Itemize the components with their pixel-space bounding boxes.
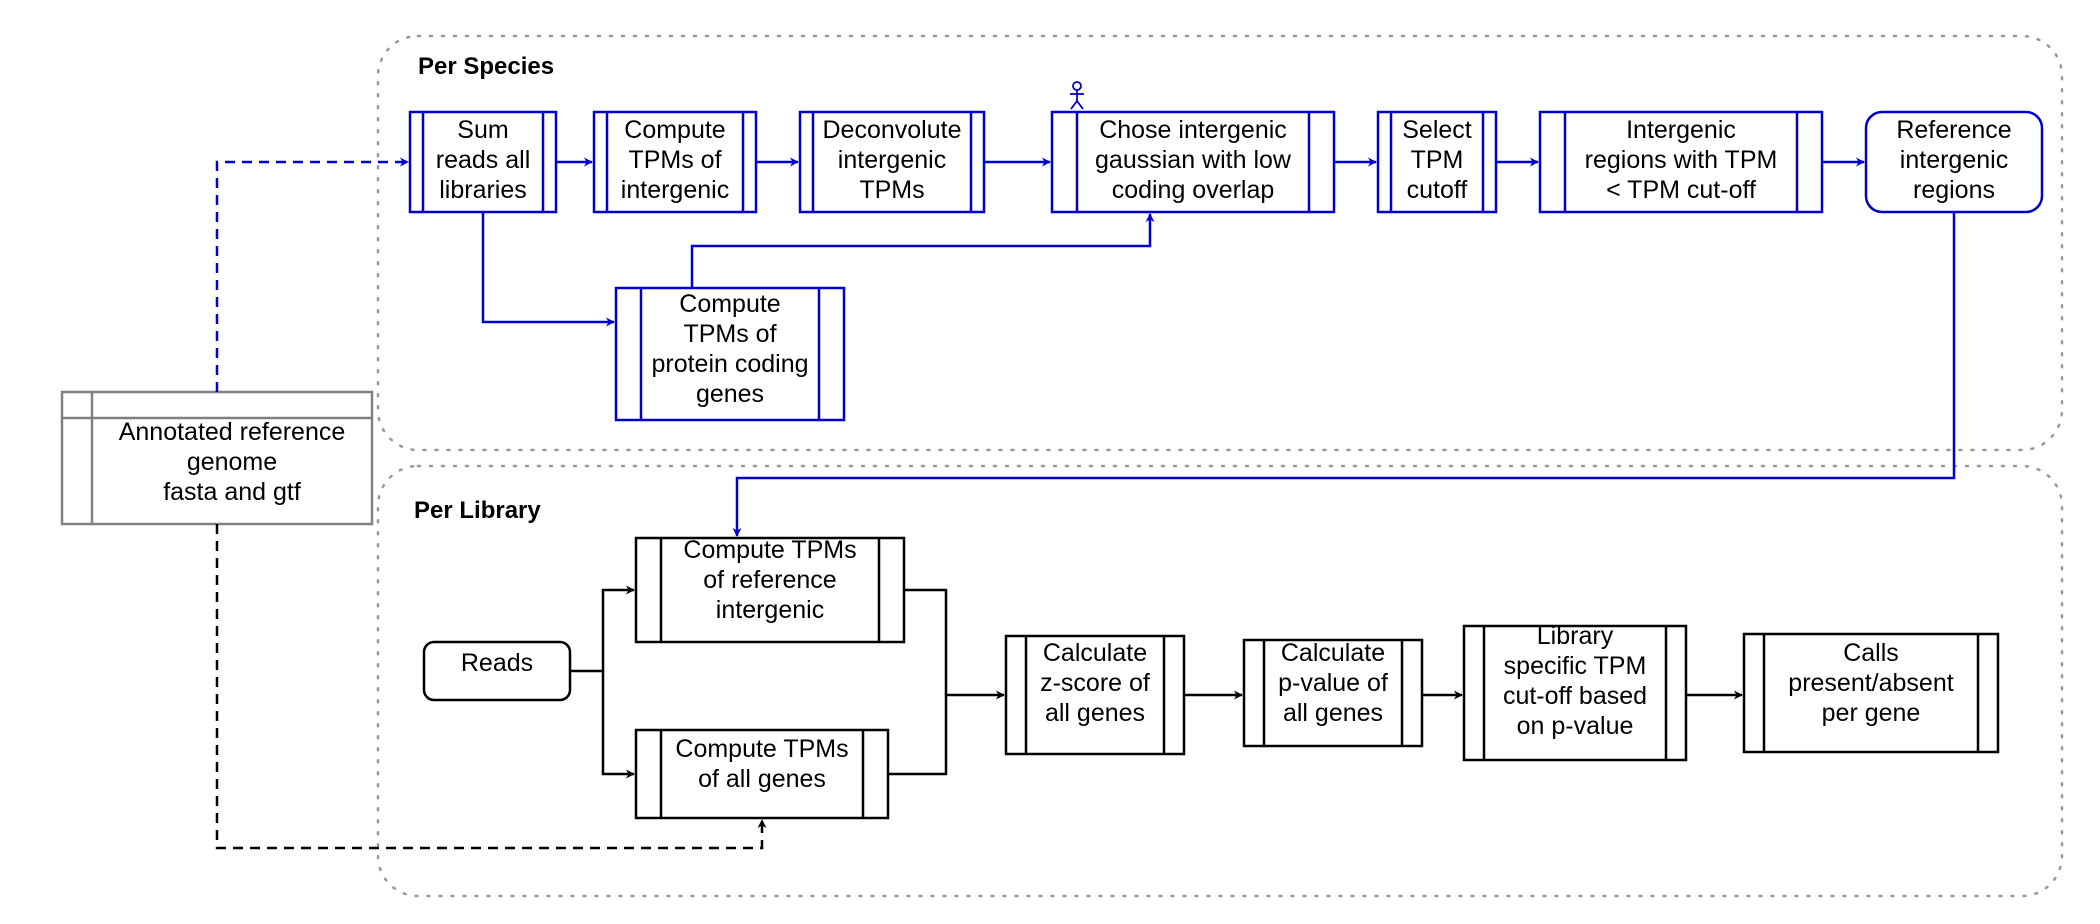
label-line: < TPM cut-off [1606, 176, 1756, 204]
label-line: of reference [703, 566, 836, 594]
label-line: Intergenic [1626, 116, 1736, 144]
label-line: present/absent [1788, 669, 1953, 697]
label-line: TPMs [859, 176, 924, 204]
label-line: Calls [1843, 639, 1899, 667]
label-line: Reference [1896, 116, 2011, 144]
label-line: specific TPM [1504, 652, 1647, 680]
label-line: regions with TPM [1585, 146, 1778, 174]
edge-reads-to-all-genes [601, 671, 635, 779]
edge-all-genes-to-zscore [888, 690, 1005, 776]
label-line: Library [1537, 622, 1614, 650]
label-line: cut-off based [1503, 682, 1647, 710]
label-line: Calculate [1043, 639, 1147, 667]
label-line: Sum [457, 116, 508, 144]
label-line: Compute [679, 290, 780, 318]
edge-genome-to-all-genes [215, 524, 767, 850]
label-line: Deconvolute [823, 116, 962, 144]
label-line: Calculate [1281, 639, 1385, 667]
label-line: Compute [624, 116, 725, 144]
label-line: reads all [436, 146, 531, 174]
label-line: intergenic [621, 176, 729, 204]
user-actor-icon [1070, 81, 1084, 110]
reads-node[interactable]: Reads [422, 640, 572, 702]
label-line: Reads [461, 649, 533, 677]
per-library-group [376, 464, 2064, 898]
label-line: Compute TPMs [683, 536, 856, 564]
label-line: coding overlap [1112, 176, 1275, 204]
edge-reads-to-reference-intergenic [570, 585, 635, 673]
label-line: all genes [1045, 699, 1145, 727]
label-line: z-score of [1040, 669, 1150, 697]
edge-reference-to-library-intergenic [732, 212, 1956, 537]
label-line: Select [1402, 116, 1472, 144]
label-line: intergenic [716, 596, 824, 624]
edge-reference-intergenic-to-zscore [904, 588, 948, 695]
reads-label: Reads [461, 649, 533, 677]
label-line: Annotated reference [119, 418, 346, 446]
label-line: Compute TPMs [675, 735, 848, 763]
label-line: per gene [1822, 699, 1921, 727]
edge-sum-to-protein-coding [481, 212, 615, 327]
label-line: genome [187, 448, 277, 476]
label-line: p-value of [1278, 669, 1388, 697]
label-line: all genes [1283, 699, 1383, 727]
label-line: regions [1913, 176, 1995, 204]
label-line: of all genes [698, 765, 826, 793]
label-line: fasta and gtf [163, 478, 301, 506]
edge-genome-to-sum-reads [215, 157, 409, 392]
label-line: cutoff [1407, 176, 1468, 204]
per-species-title: Per Species [418, 53, 554, 80]
label-line: on p-value [1517, 712, 1634, 740]
per-library-title: Per Library [414, 497, 541, 524]
label-line: Chose intergenic [1099, 116, 1287, 144]
label-line: protein coding [651, 350, 808, 378]
label-line: genes [696, 380, 764, 408]
label-line: libraries [439, 176, 527, 204]
edge-protein-coding-to-chose-gaussian [690, 213, 1155, 288]
label-line: intergenic [1900, 146, 2008, 174]
label-line: TPM [1411, 146, 1464, 174]
label-line: TPMs of [683, 320, 776, 348]
label-line: TPMs of [628, 146, 721, 174]
label-line: gaussian with low [1095, 146, 1292, 174]
label-line: intergenic [838, 146, 946, 174]
